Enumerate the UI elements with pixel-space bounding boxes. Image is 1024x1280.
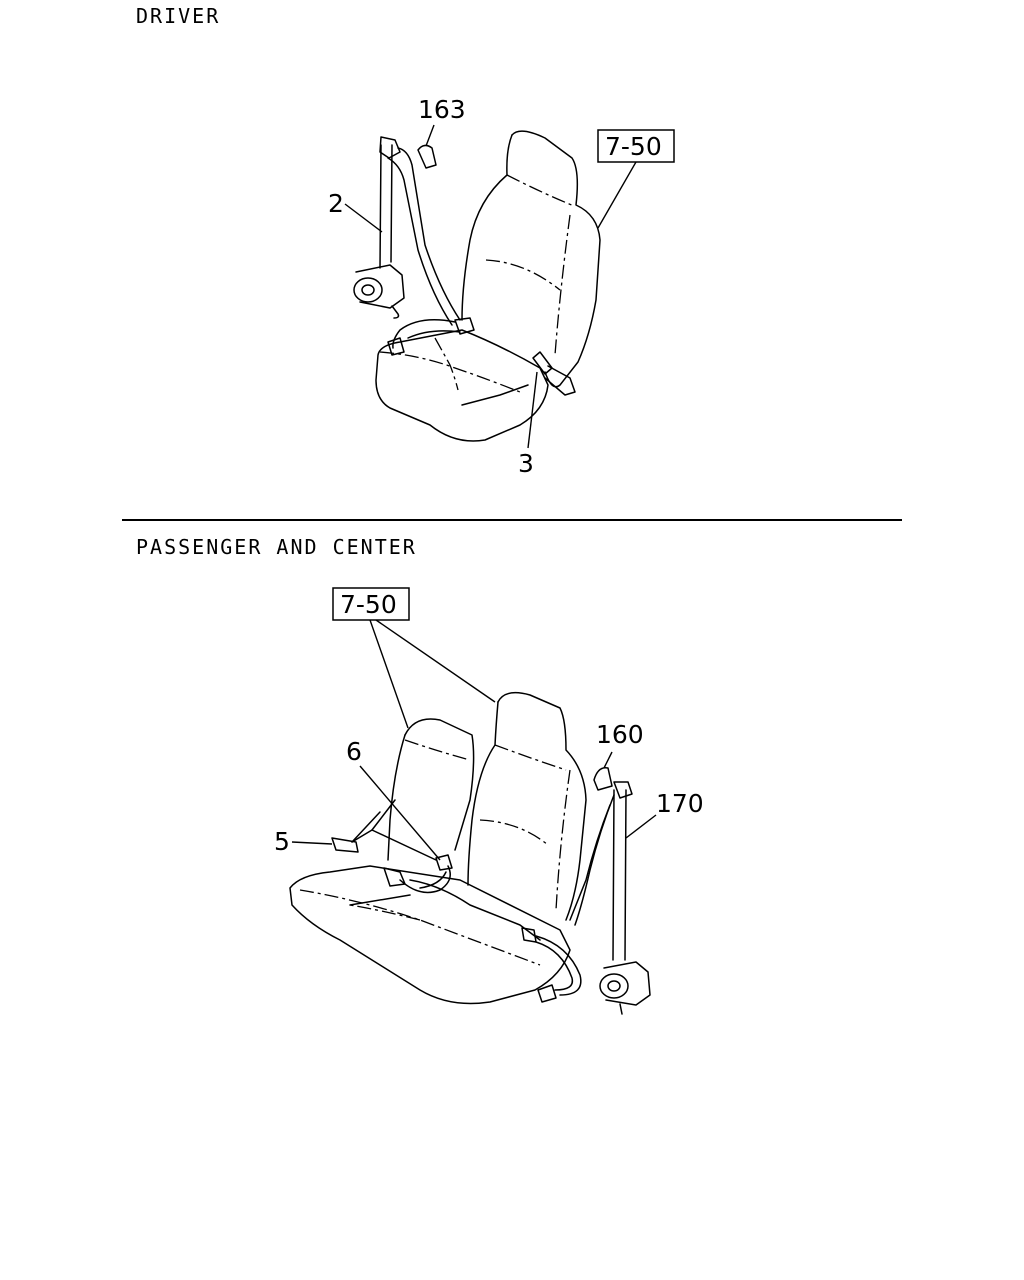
driver-section-title: DRIVER (136, 4, 221, 28)
passenger-callout-160: 160 (593, 720, 644, 791)
svg-text:160: 160 (596, 720, 644, 749)
driver-callout-2: 2 (328, 189, 383, 233)
passenger-callout-6: 6 (346, 737, 441, 861)
svg-text:7-50: 7-50 (340, 590, 397, 619)
svg-text:170: 170 (656, 789, 704, 818)
svg-text:6: 6 (346, 737, 362, 766)
passenger-seat-illustration (289, 691, 651, 1015)
passenger-section-title: PASSENGER AND CENTER (136, 535, 417, 559)
svg-text:5: 5 (274, 827, 290, 856)
driver-seat-illustration (353, 130, 601, 442)
svg-text:163: 163 (418, 95, 466, 124)
section-divider (122, 519, 902, 521)
passenger-callout-170: 170 (625, 789, 704, 839)
svg-text:2: 2 (328, 189, 344, 218)
passenger-callout-5: 5 (274, 827, 359, 856)
svg-text:7-50: 7-50 (605, 132, 662, 161)
passenger-reference-box: 7-50 (332, 587, 496, 729)
driver-reference-box: 7-50 (597, 129, 675, 229)
driver-callout-163: 163 (417, 95, 466, 169)
svg-text:3: 3 (518, 449, 534, 478)
driver-callout-3: 3 (518, 371, 538, 478)
